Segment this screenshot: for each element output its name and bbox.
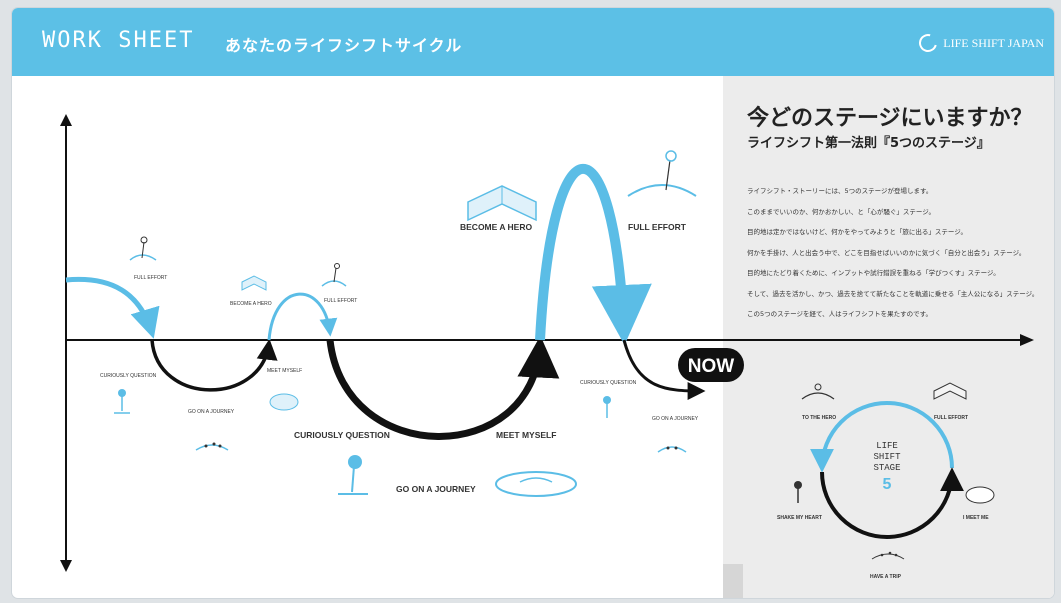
panel-line: このままでいいのか、何かおかしい、と「心が騒ぐ」ステージ。 [747,207,936,216]
cycle-book-illustration-icon [933,382,967,400]
label-meet-myself: MEET MYSELF [496,430,556,440]
cycle-label-shake-my-heart: SHAKE MY HEART [777,515,822,521]
label-meet-myself-small: MEET MYSELF [267,368,302,374]
life-shift-timeline: NOW FULL EFFORT CURIOUSLY QUESTION GO ON… [60,114,1034,580]
cycle-heart-illustration-icon [794,481,802,503]
cycle-center-line2: SHIFT [873,452,901,462]
panel-line: 目的地にたどり着くために、インプットや試行錯誤を重ねる「学びつくす」ステージ。 [747,269,1000,277]
life-shift-stage-cycle: LIFE SHIFT STAGE 5 TO THE HERO FULL EFFO… [777,382,995,580]
label-go-on-journey-small-2: GO ON A JOURNEY [652,416,699,422]
cycle-top-arc [810,401,954,473]
cycle-center-line1: LIFE [876,441,898,451]
panel-corner-block [723,564,743,598]
worksheet: WORK SHEET あなたのライフシフトサイクル LIFE SHIFT JAP… [12,8,1054,598]
label-go-on-journey-small-1: GO ON A JOURNEY [188,409,235,415]
now-label: NOW [688,356,735,377]
horizontal-axis-arrow-icon [1020,334,1034,346]
cycle-label-i-meet-me: I MEET ME [963,515,989,521]
label-become-hero: BECOME A HERO [460,222,532,232]
cycle-label-have-a-trip: HAVE A TRIP [870,574,902,580]
label-full-effort-small-1: FULL EFFORT [134,275,167,281]
curve-question-journey-3 [622,339,706,400]
panel-line: そして、過去を活かし、かつ、過去を捨てて新たなことを軌道に乗せる「主人公になる」… [747,289,1039,298]
label-go-on-journey: GO ON A JOURNEY [396,484,476,494]
curve-full-effort-1 [65,276,160,339]
brand-logo-text: LIFE SHIFT JAPAN [943,35,1044,50]
small-trip-illustration-icon-2 [657,446,687,453]
cycle-center-number: 5 [883,476,892,493]
cycle-label-to-the-hero: TO THE HERO [802,415,836,421]
panel-subtitle: ライフシフト第一法則『5つのステージ』 [747,136,990,151]
panel-description: ライフシフト・ストーリーには、5つのステージが登場します。 このままでいいのか、… [747,181,1047,325]
cloud-island-illustration-icon [495,471,577,497]
label-full-effort-small-2: FULL EFFORT [324,298,357,304]
brand-logo: LIFE SHIFT JAPAN [916,30,1044,56]
cycle-bottom-arc [820,467,964,539]
book-illustration-icon [467,185,537,222]
header-bar: WORK SHEET あなたのライフシフトサイクル LIFE SHIFT JAP… [12,8,1054,76]
cycle-trip-illustration-icon [871,551,905,560]
small-flower-illustration-icon [129,236,157,261]
cycle-hero-illustration-icon [801,383,835,400]
vertical-axis-bottom-arrow-icon [60,560,72,572]
dandelion-illustration-icon [338,455,368,495]
label-become-hero-small: BECOME A HERO [230,301,272,307]
curve-hero-1 [267,292,338,341]
curve-question-journey-2 [326,335,560,440]
panel-line: この5つのステージを経て、人はライフシフトを果たすのです。 [747,310,933,318]
label-curiously-question-small-2: CURIOUSLY QUESTION [580,380,637,386]
cycle-center-line3: STAGE [873,463,900,473]
curve-question-journey-1 [150,338,278,392]
small-dandelion-illustration-icon-2 [603,396,611,418]
panel-line: ライフシフト・ストーリーには、5つのステージが登場します。 [747,187,933,195]
curve-hero-2 [535,164,652,345]
worksheet-subtitle: あなたのライフシフトサイクル [225,36,463,55]
cycle-meet-illustration-icon [965,486,995,504]
stage-info-panel: 今どのステージにいますか？ ライフシフト第一法則『5つのステージ』 ライフシフト… [723,76,1054,598]
small-book-illustration-icon [241,275,267,291]
label-curiously-question-small-1: CURIOUSLY QUESTION [100,373,157,379]
small-dandelion-illustration-icon [114,389,130,414]
label-full-effort: FULL EFFORT [628,222,687,232]
vertical-axis-top-arrow-icon [60,114,72,126]
now-badge [678,348,744,382]
worksheet-title: WORK SHEET [42,28,195,53]
dandelion-field-illustration-icon [627,150,697,197]
panel-line: 目的地は定かではないけど、何かをやってみようと「旅に出る」ステージ。 [747,228,968,236]
label-curiously-question: CURIOUSLY QUESTION [294,430,390,440]
small-trip-illustration-icon [195,442,229,451]
panel-line: 何かを手掛け、人と出会う中で、どこを目指せばいいのかに気づく「自分と出会う」ステ… [747,248,1026,257]
small-runner-illustration-icon [321,263,347,287]
small-cloud-illustration-icon [269,393,299,411]
panel-title: 今どのステージにいますか？ [747,106,1033,131]
cycle-label-full-effort: FULL EFFORT [934,415,968,421]
